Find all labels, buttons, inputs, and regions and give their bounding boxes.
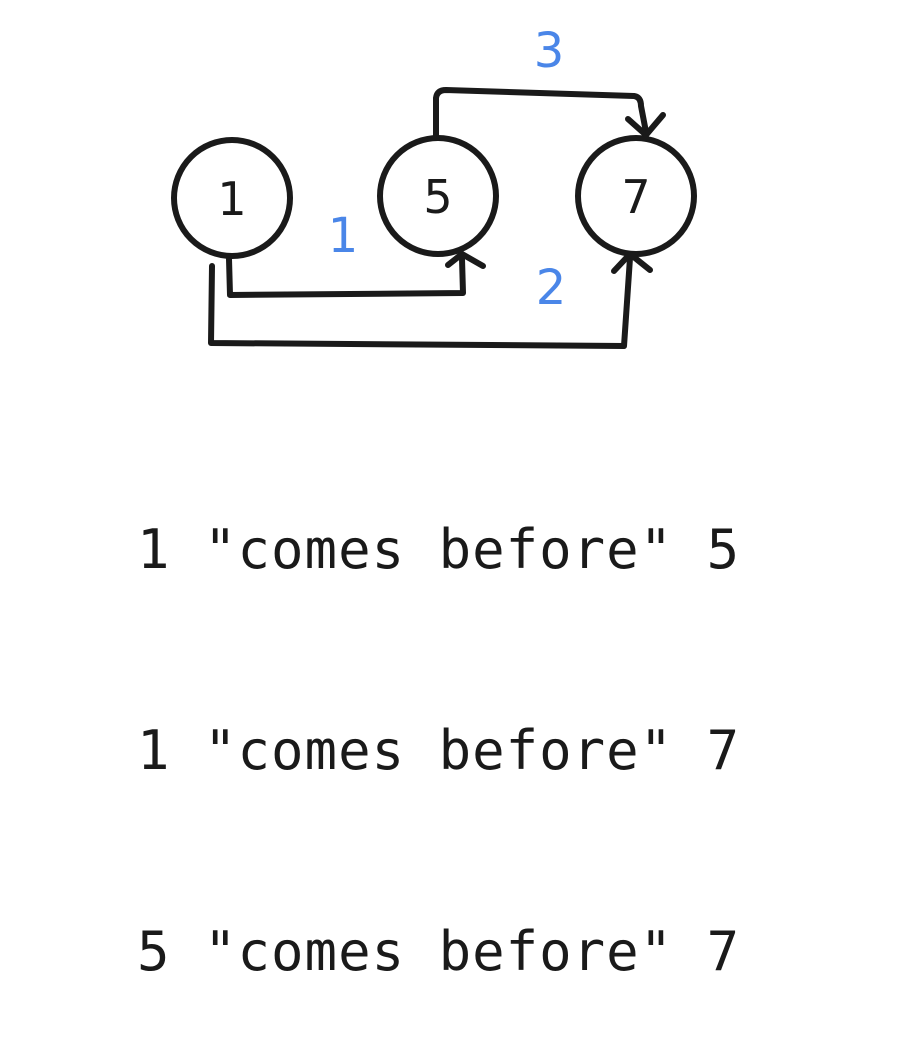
edge-5-to-7 [433,87,666,140]
edge-5-to-7-label: 3 [534,23,565,79]
statement-line: 1 "comes before" 7 [137,719,741,782]
edge-1-to-7-line [208,255,633,349]
edge-1-to-7-arrowhead [611,251,653,274]
node-7-label: 7 [621,170,650,224]
edge-1-to-5-line [226,256,466,298]
ordering-statements: 1 "comes before" 5 1 "comes before" 7 5 … [137,382,740,1052]
node-1: 1 [171,137,293,259]
statement-line: 1 "comes before" 5 [137,518,741,581]
edge-1-to-5 [226,251,486,298]
node-5-label: 5 [423,170,452,224]
node-1-label: 1 [217,172,246,226]
node-7-circle [575,135,697,257]
edge-5-to-7-line [433,87,649,140]
node-1-circle [171,137,293,259]
node-7: 7 [575,135,697,257]
edge-1-to-7-label: 2 [536,260,567,316]
edge-1-to-7 [208,251,653,349]
edge-1-to-5-arrowhead [445,251,486,269]
statement-line: 5 "comes before" 7 [137,920,741,983]
edge-5-to-7-arrowhead [625,112,666,138]
dependency-diagram: 1 5 7 1 2 3 [171,23,697,349]
node-5: 5 [377,135,499,257]
edge-1-to-5-label: 1 [328,208,359,264]
